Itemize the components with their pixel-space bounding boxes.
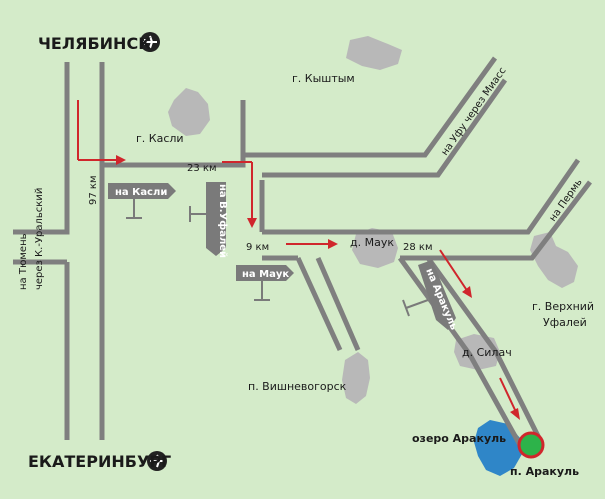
- label-silach: д. Силач: [462, 346, 512, 359]
- sign-ufaley-label: на В.Уфалей: [217, 184, 229, 258]
- label-lake-arakul: озеро Аракуль: [412, 432, 506, 445]
- verkhny-ufaley-shape: [530, 232, 578, 288]
- sign-kasli-label: на Касли: [115, 187, 167, 198]
- distance-28: 28 км: [403, 242, 433, 253]
- kasli-shape: [168, 88, 210, 136]
- vishnevogorsk-shape: [342, 352, 370, 404]
- label-vishnevogorsk: п. Вишневогорск: [248, 380, 347, 393]
- destination-marker[interactable]: [517, 431, 545, 459]
- arrow-head-4: [462, 286, 472, 298]
- roads: [13, 56, 592, 447]
- road-to-kasli: [102, 105, 246, 168]
- settlements: [168, 36, 578, 404]
- road-east-lower-2: [400, 180, 592, 261]
- lake-arakul: [474, 420, 522, 476]
- city-chelyabinsk: ЧЕЛЯБИНСК: [38, 34, 151, 53]
- road-arakul-a: [397, 256, 523, 447]
- arrow-head-3: [328, 239, 338, 249]
- route-arrows: [77, 100, 520, 420]
- road-label-tyumen-1: на Тюмень: [18, 233, 29, 290]
- highway-west-lane: [13, 62, 70, 235]
- sign-kasli: на Касли: [108, 183, 176, 219]
- sign-mauk: на Маук: [236, 265, 294, 301]
- label-verkhny-ufaley-2: Уфалей: [543, 316, 587, 329]
- road-to-ufa-north: [243, 56, 498, 158]
- road-vishnevogorsk-a: [295, 256, 343, 352]
- road-ufa-lower: [262, 78, 508, 178]
- label-arakul: п. Аракуль: [510, 465, 579, 478]
- mauk-shape: [352, 228, 398, 268]
- sign-ufaley: на В.Уфалей: [189, 182, 229, 258]
- airplane-icon: [147, 451, 167, 471]
- road-arakul-b: [425, 256, 543, 442]
- label-kyshtym: г. Кыштым: [292, 72, 355, 85]
- kyshtym-shape: [346, 36, 402, 70]
- distance-97: 97 км: [88, 176, 99, 206]
- label-verkhny-ufaley-1: г. Верхний: [532, 300, 594, 313]
- road-vishnevogorsk-b: [315, 257, 361, 351]
- label-kasli: г. Касли: [136, 132, 184, 145]
- sign-mauk-label: на Маук: [242, 269, 289, 280]
- city-ekaterinburg: ЕКАТЕРИНБУРГ: [28, 452, 171, 471]
- arrow-head-5: [510, 408, 520, 420]
- arrow-head-2: [247, 218, 257, 228]
- airplane-icon: [140, 32, 160, 52]
- arrow-head-1: [116, 155, 126, 165]
- label-mauk: д. Маук: [350, 236, 394, 249]
- road-label-ufa: на Уфу через Миасс: [439, 65, 508, 157]
- road-east-upper: [262, 158, 581, 235]
- road-label-tyumen-2: через К.-Уральский: [34, 188, 45, 290]
- distance-9: 9 км: [246, 242, 269, 253]
- distance-23: 23 км: [187, 163, 217, 174]
